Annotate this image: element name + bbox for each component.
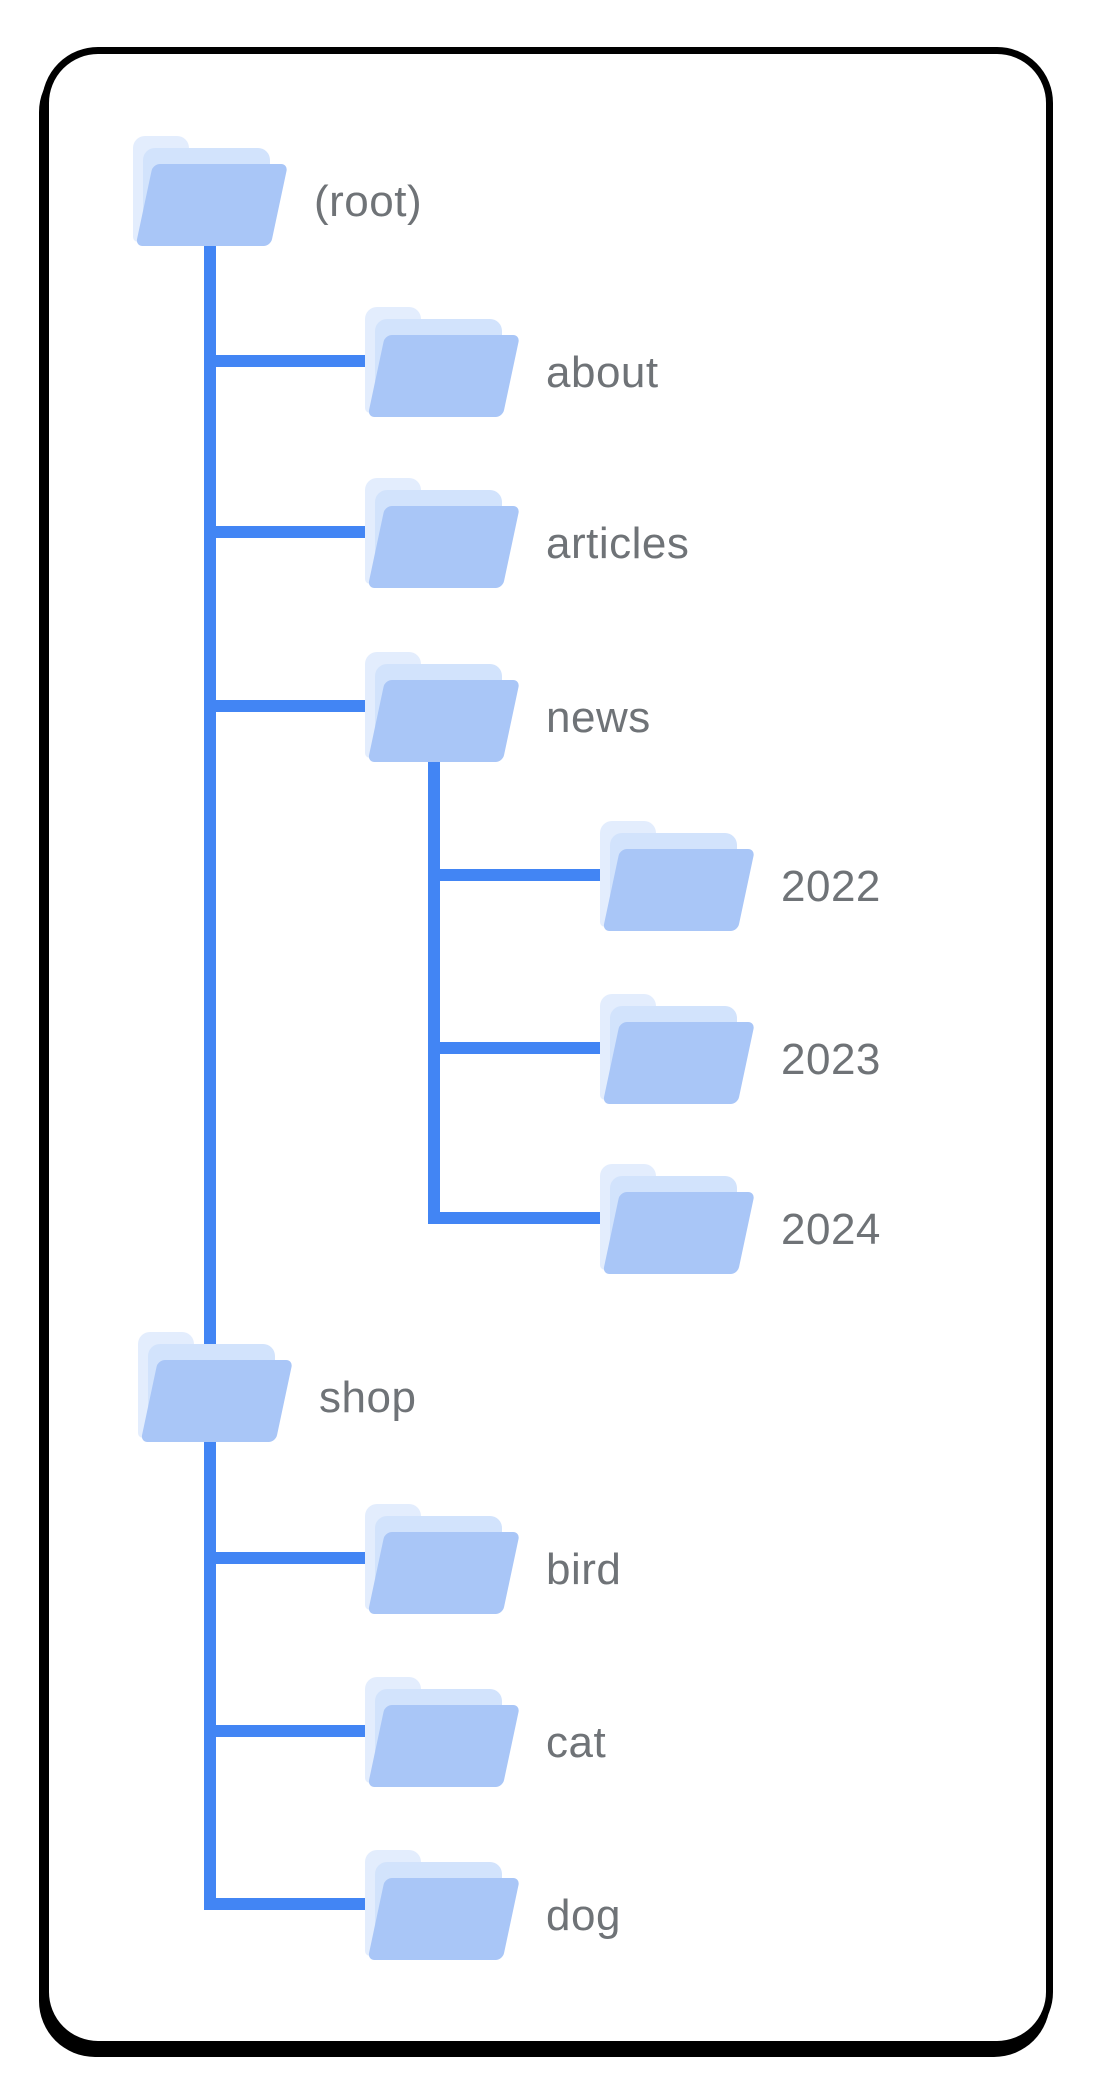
folder-label-dog: dog	[546, 1891, 621, 1940]
folder-label-bird: bird	[546, 1545, 622, 1594]
folder-front-shape	[602, 1192, 755, 1274]
folder-icon	[365, 1677, 520, 1787]
tree-node-dog: dog	[365, 1850, 621, 1960]
folder-icon	[365, 307, 520, 417]
folder-front-shape	[367, 1532, 520, 1614]
tree-node-cat: cat	[365, 1677, 606, 1787]
connector-branch-articles	[204, 526, 400, 538]
connector-branch-2024	[428, 1212, 630, 1224]
connector-branch-news	[204, 700, 400, 712]
folder-label-shop: shop	[319, 1373, 417, 1422]
connector-branch-2022	[428, 869, 630, 881]
tree-node-news: news	[365, 652, 651, 762]
folder-label-about: about	[546, 348, 659, 397]
connector-branch-2023	[428, 1042, 630, 1054]
folder-label-root: (root)	[314, 177, 423, 226]
folder-icon	[138, 1332, 293, 1442]
connector-branch-cat	[204, 1725, 400, 1737]
tree-node-bird: bird	[365, 1504, 621, 1614]
folder-icon	[600, 994, 755, 1104]
folder-front-shape	[367, 506, 520, 588]
tree-node-shop: shop	[138, 1332, 416, 1442]
folder-icon	[365, 1504, 520, 1614]
connector-branch-dog	[204, 1898, 400, 1910]
folder-label-cat: cat	[546, 1718, 607, 1767]
folder-front-shape	[367, 680, 520, 762]
connector-trunk-root	[204, 240, 216, 1910]
folder-icon	[365, 478, 520, 588]
folder-icon	[365, 1850, 520, 1960]
tree-node-2024: 2024	[600, 1164, 881, 1274]
folder-icon	[133, 136, 288, 246]
folder-icon	[365, 652, 520, 762]
folder-label-2022: 2022	[781, 862, 881, 911]
folder-icon	[600, 821, 755, 931]
tree-node-about: about	[365, 307, 659, 417]
folder-label-articles: articles	[546, 519, 690, 568]
folder-front-shape	[140, 1360, 293, 1442]
connector-trunk-news	[428, 756, 440, 1224]
folder-front-shape	[367, 1705, 520, 1787]
tree-node-2022: 2022	[600, 821, 881, 931]
folder-label-news: news	[546, 693, 651, 742]
folder-front-shape	[602, 1022, 755, 1104]
folder-label-2023: 2023	[781, 1035, 881, 1084]
tree-node-root: (root)	[133, 136, 422, 246]
tree-node-articles: articles	[365, 478, 689, 588]
tree-node-2023: 2023	[600, 994, 881, 1104]
folder-icon	[600, 1164, 755, 1274]
folder-label-2024: 2024	[781, 1205, 881, 1254]
folder-front-shape	[135, 164, 288, 246]
connector-branch-bird	[204, 1552, 400, 1564]
folder-front-shape	[602, 849, 755, 931]
folder-front-shape	[367, 335, 520, 417]
folder-front-shape	[367, 1878, 520, 1960]
connector-branch-about	[204, 355, 400, 367]
